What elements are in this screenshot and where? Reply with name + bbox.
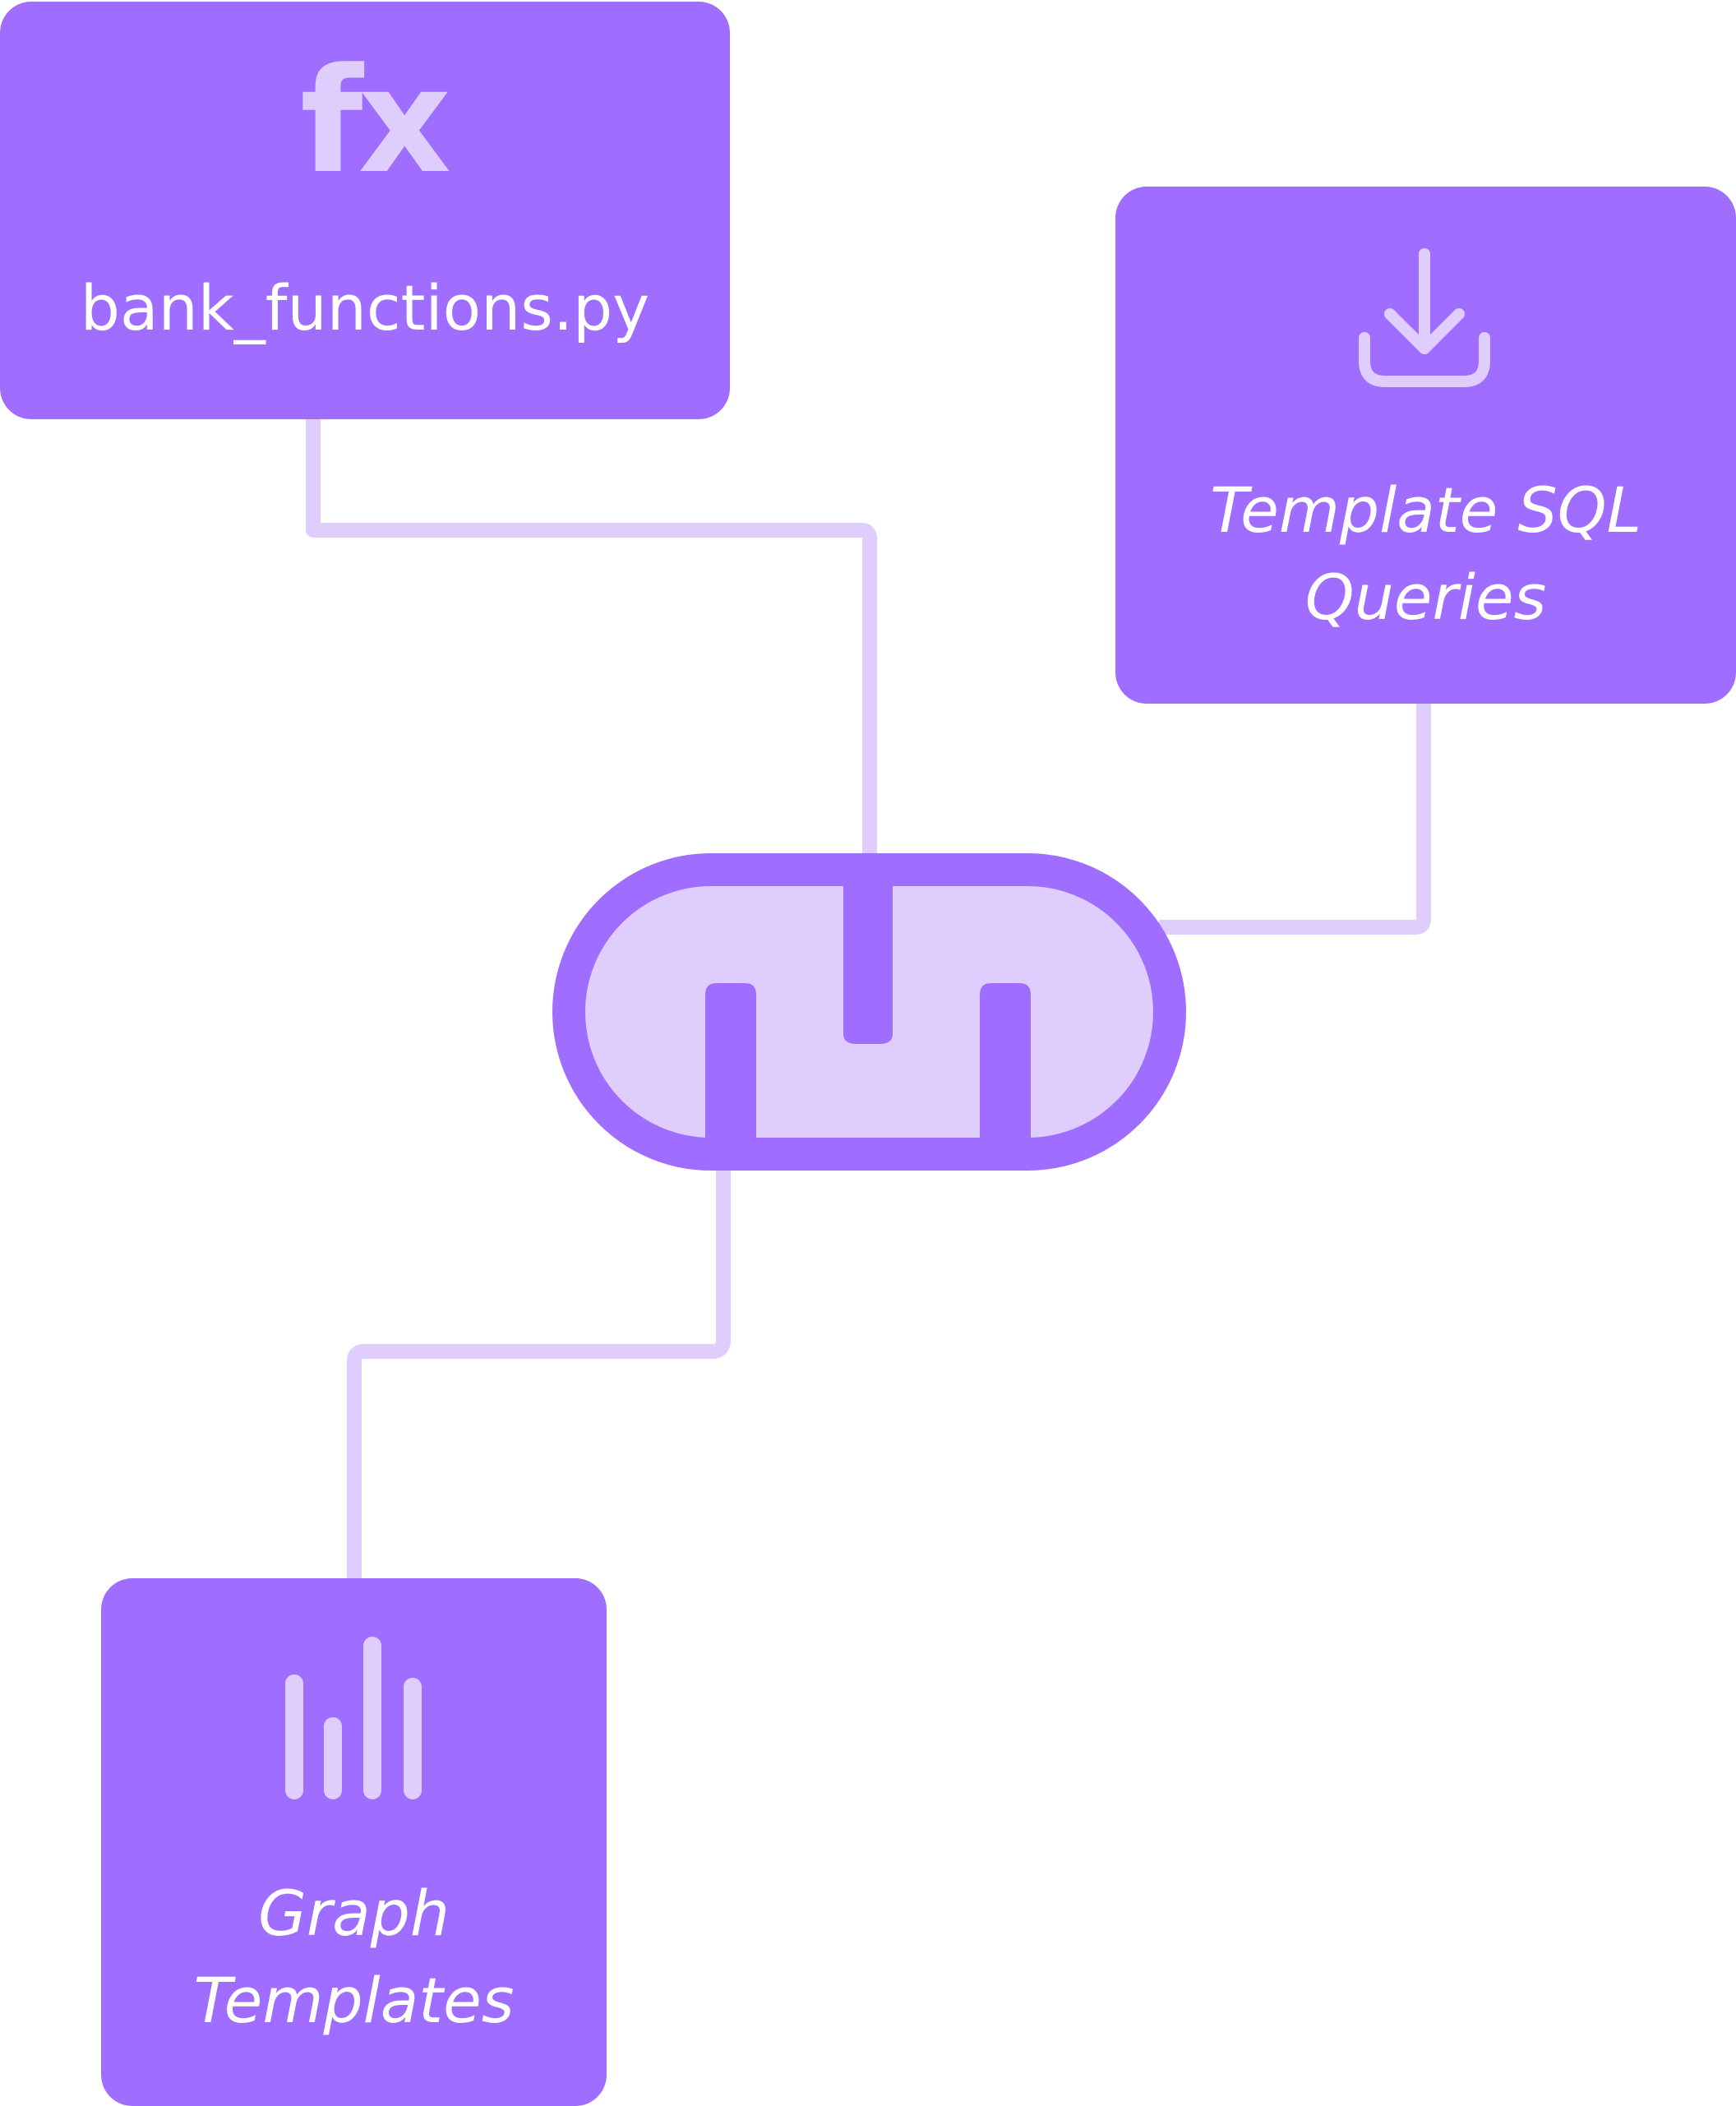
sql-queries-node-label: Template SQL Queries [1115, 467, 1736, 641]
download-icon [1359, 248, 1490, 387]
sql-label-line-2: Queries [1304, 561, 1547, 634]
connector-hub-to-graph [347, 1167, 731, 1578]
graph-label-line-2: Templates [193, 1964, 515, 2037]
function-icon: fx [300, 37, 451, 206]
functions-node[interactable]: fx bank_functions.py [0, 2, 730, 419]
connector-sql-to-hub [1159, 704, 1431, 935]
bar-chart-icon [285, 1637, 422, 1799]
graph-label-line-1: Graph [257, 1877, 450, 1950]
graph-templates-node-label: Graph Templates [101, 1870, 607, 2044]
graph-templates-node[interactable]: Graph Templates [101, 1578, 607, 2106]
connector-functions-to-hub [306, 419, 877, 859]
sql-queries-node[interactable]: Template SQL Queries [1115, 187, 1736, 704]
functions-node-label: bank_functions.py [80, 271, 650, 344]
sql-label-line-1: Template SQL [1210, 473, 1641, 547]
